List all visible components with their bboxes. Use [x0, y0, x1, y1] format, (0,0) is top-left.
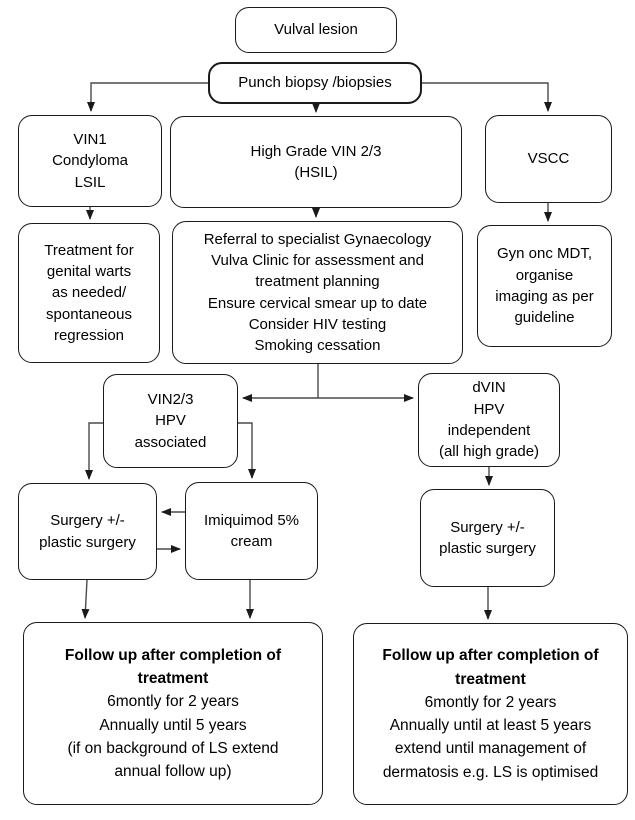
node-label: spontaneous — [46, 305, 132, 323]
node-label: dVIN — [472, 379, 506, 397]
connector-vin23-to-imiquimod — [238, 422, 256, 479]
node-label: genital warts — [46, 263, 132, 281]
connector-punch-to-vscc — [422, 82, 552, 112]
node-label: Condyloma — [52, 152, 128, 170]
node-label: Follow up after completion of — [64, 646, 282, 664]
node-gyn-onc-mdt: Gyn onc MDT, organise imaging as per gui… — [477, 225, 612, 347]
node-treatment-genital-warts: Treatment for genital warts as needed/ s… — [18, 223, 160, 363]
node-label: Treatment for — [44, 241, 134, 259]
node-label: (all high grade) — [438, 443, 540, 461]
node-label: HPV — [473, 400, 505, 418]
node-label: LSIL — [74, 173, 106, 191]
node-label: (if on background of LS extend — [67, 739, 279, 757]
node-vin23-hpv-associated: VIN2/3 HPV associated — [103, 374, 238, 468]
node-high-grade-vin: High Grade VIN 2/3 (HSIL) — [170, 116, 462, 208]
node-label: Annually until at least 5 years — [389, 717, 592, 734]
node-label: plastic surgery — [39, 533, 136, 551]
node-label: VSCC — [527, 150, 570, 168]
node-label: regression — [53, 326, 125, 344]
node-label: treatment — [137, 670, 209, 687]
connector-punch-to-vin1 — [87, 82, 208, 112]
node-referral-vulva-clinic: Referral to specialist Gynaecology Vulva… — [172, 221, 463, 364]
node-label: Surgery +/- — [450, 518, 525, 536]
node-label: High Grade VIN 2/3 — [250, 142, 382, 160]
node-label: cream — [230, 533, 273, 550]
node-label: Referral to specialist Gynaecology — [203, 230, 432, 248]
node-vulval-lesion: Vulval lesion — [235, 7, 397, 53]
node-label: 6montly for 2 years — [107, 693, 239, 711]
node-label: Surgery +/- — [50, 512, 125, 530]
node-label: Vulval lesion — [274, 21, 358, 39]
node-label: associated — [134, 433, 207, 451]
node-label: Follow up after completion of — [382, 647, 599, 665]
node-label: imaging as per — [495, 288, 594, 305]
node-vin1-condyloma-lsil: VIN1 Condyloma LSIL — [18, 115, 162, 207]
node-label: Imiquimod 5% — [203, 511, 300, 529]
node-label: Ensure cervical smear up to date — [207, 294, 428, 312]
node-label: Vulva Clinic for assessment and — [211, 251, 424, 269]
node-label: treatment planning — [255, 273, 380, 291]
connector-vin23-to-surgery-left — [85, 422, 103, 480]
node-followup-hpv-independent: Follow up after completion of treatment … — [353, 623, 628, 805]
node-followup-hpv-associated: Follow up after completion of treatment … — [23, 622, 323, 805]
node-surgery-plastic-left: Surgery +/- plastic surgery — [18, 483, 157, 580]
node-vscc: VSCC — [485, 115, 612, 203]
node-label: Smoking cessation — [254, 337, 381, 355]
node-label: treatment — [455, 670, 526, 688]
node-surgery-plastic-right: Surgery +/- plastic surgery — [420, 489, 555, 587]
node-label: 6montly for 2 years — [424, 693, 557, 711]
node-dvin-hpv-independent: dVIN HPV independent (all high grade) — [418, 373, 560, 467]
node-label: Annually until 5 years — [99, 716, 247, 734]
node-label: VIN1 — [73, 131, 107, 149]
node-label: as needed/ — [51, 284, 127, 302]
node-label: organise — [515, 266, 574, 284]
node-label: HPV — [155, 412, 186, 430]
node-punch-biopsy: Punch biopsy /biopsies — [208, 62, 422, 104]
node-label: (HSIL) — [294, 164, 338, 181]
node-label: VIN2/3 — [147, 391, 194, 409]
node-label: Punch biopsy /biopsies — [238, 74, 392, 92]
node-label: extend until management of — [394, 740, 587, 758]
node-label: independent — [447, 422, 531, 439]
node-label: plastic surgery — [439, 540, 536, 557]
node-label: guideline — [514, 309, 575, 327]
connector-surgery-left-to-followup — [81, 579, 90, 619]
node-label: Consider HIV testing — [248, 315, 387, 333]
node-label: Gyn onc MDT, — [496, 245, 593, 263]
node-label: dermatosis e.g. LS is optimised — [382, 763, 599, 781]
node-imiquimod-cream: Imiquimod 5% cream — [185, 482, 318, 580]
node-label: annual follow up) — [114, 763, 232, 780]
